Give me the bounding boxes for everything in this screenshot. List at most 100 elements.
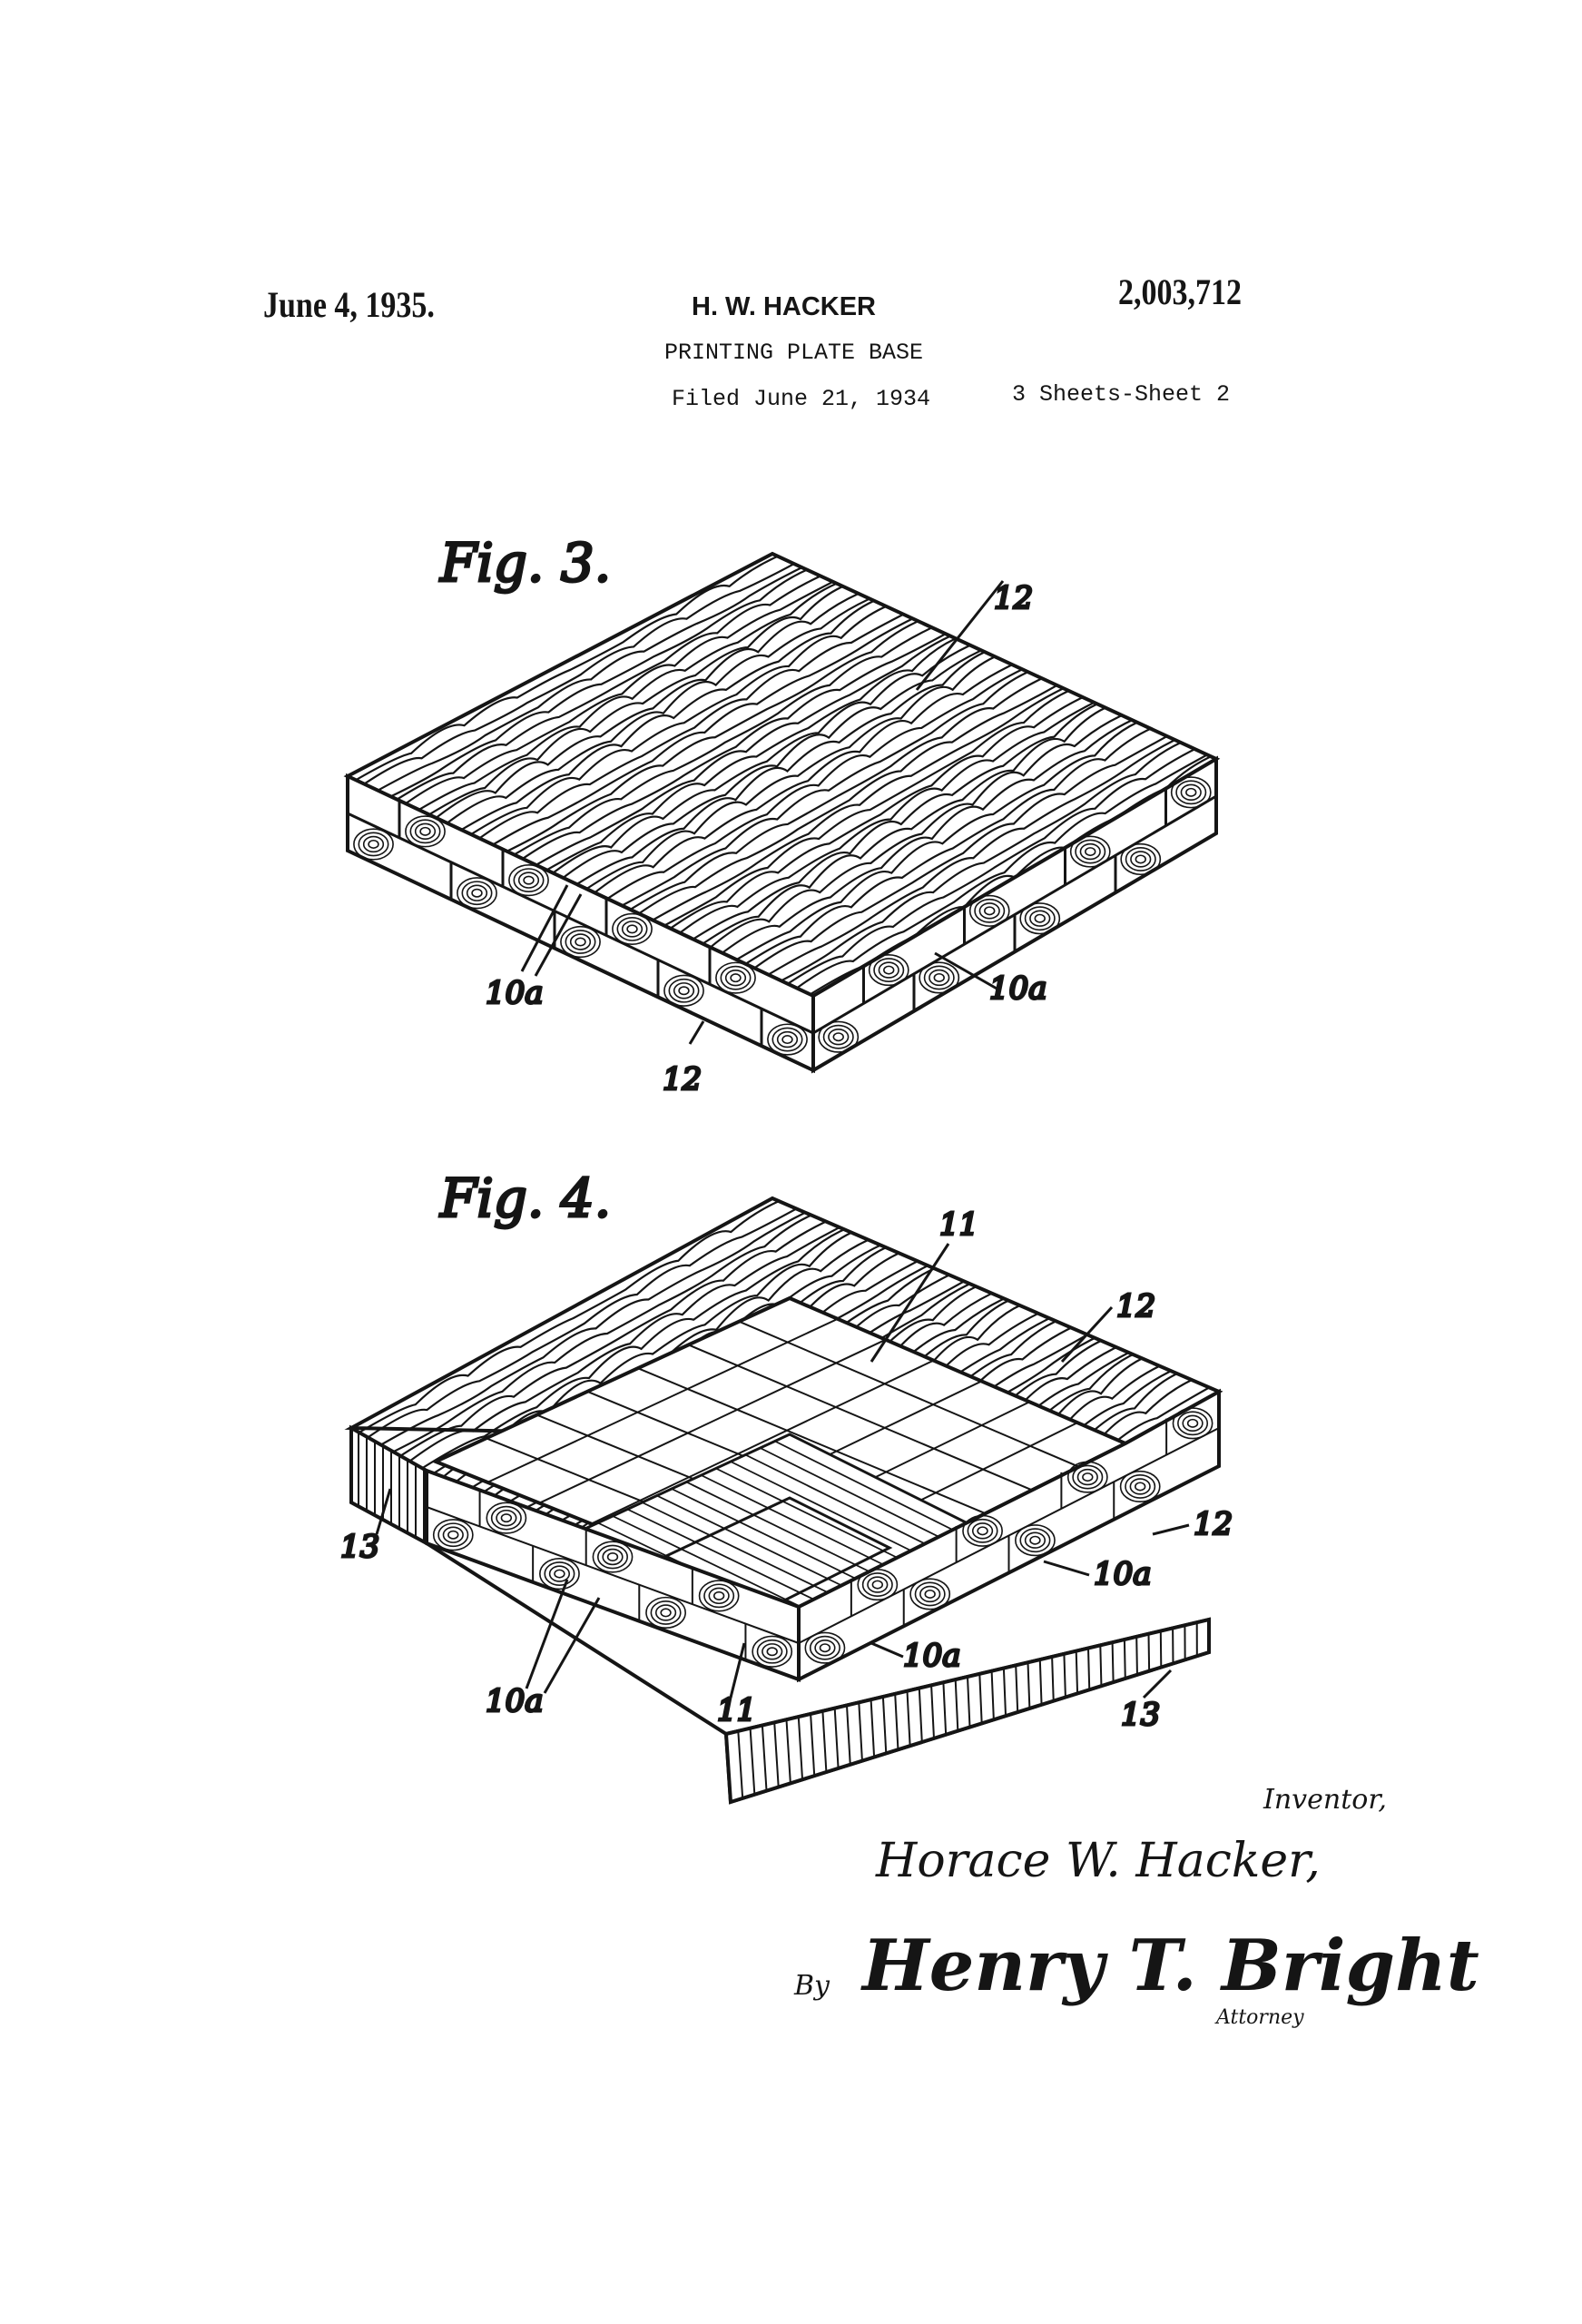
end-grain-ring [1134, 1482, 1146, 1492]
end-grain-ring [554, 1569, 565, 1579]
wood-grain-line [348, 554, 811, 796]
end-grain-ring [1082, 1472, 1094, 1482]
core-hatch [626, 1508, 816, 1601]
end-grain-ring [405, 815, 446, 848]
wood-grain-line [351, 1198, 823, 1453]
end-grain-ring [1069, 835, 1111, 868]
end-grain-ring [1075, 839, 1106, 864]
end-grain-ring [592, 1541, 634, 1573]
end-grain-ring [606, 1552, 619, 1562]
grid-line [486, 1317, 839, 1483]
wood-grain-line [436, 590, 911, 846]
end-grain-ring [1072, 1464, 1104, 1490]
end-grain-ring [548, 1565, 571, 1582]
strip-hatch [894, 1693, 899, 1750]
end-grain-ring [767, 1023, 808, 1056]
strip-hatch [881, 1696, 888, 1754]
end-grain-ring [1076, 1468, 1098, 1486]
strip-hatch [725, 1733, 732, 1803]
wood-grain-line [669, 693, 1133, 956]
end-grain-ring [1066, 1461, 1108, 1493]
strip-hatch [761, 1725, 768, 1791]
end-grain-ring [967, 1518, 998, 1543]
core-hatch [774, 1440, 958, 1533]
strip-hatch [821, 1710, 828, 1773]
end-grain-ring [919, 961, 960, 994]
strip-hatch [797, 1717, 804, 1780]
end-grain-ring [409, 819, 441, 844]
end-grain-ring [971, 1522, 994, 1540]
wood-grain-line [415, 581, 891, 836]
strip-hatch [858, 1702, 863, 1761]
wood-grain-line [488, 614, 962, 871]
end-grain-ring [1185, 787, 1197, 797]
grid-line [637, 1367, 987, 1515]
end-grain-ring [442, 1526, 464, 1543]
patent-date: June 4, 1935. [263, 284, 435, 325]
end-grain-ring [1182, 1414, 1204, 1433]
ref-13-left: 13 [340, 1529, 379, 1565]
grid-line [590, 1359, 935, 1525]
end-grain-ring [626, 924, 638, 934]
lamination-line [426, 1506, 800, 1644]
strip-hatch [1147, 1633, 1151, 1671]
ref-12-top: 12 [1116, 1288, 1155, 1324]
end-grain-ring [612, 912, 653, 945]
end-grain-ring [368, 839, 379, 849]
wood-grain-line [531, 632, 1002, 891]
wood-grain-line [369, 1203, 845, 1464]
ref-10a-left: 10a [486, 975, 544, 1011]
inventor-name: Horace W. Hacker, [876, 1834, 1321, 1888]
wood-grain-line [658, 688, 1124, 950]
grid-line [738, 1320, 1079, 1468]
wood-grain-line [351, 1198, 811, 1448]
end-grain-ring [867, 1576, 889, 1593]
end-grain-ring [924, 1589, 936, 1599]
wood-grain-line [679, 697, 1143, 960]
end-grain-ring [873, 958, 905, 982]
core-hatch [744, 1453, 929, 1547]
strip-hatch [918, 1688, 923, 1743]
strip-hatch [1111, 1642, 1115, 1683]
end-grain-ring [984, 906, 996, 916]
wood-grain-line [732, 721, 1194, 986]
wood-grain-line [615, 669, 1083, 931]
end-grain-ring [1015, 1524, 1056, 1557]
core-hatch [642, 1502, 830, 1594]
ref-11-bottom: 11 [717, 1692, 756, 1728]
end-grain-ring [1079, 842, 1101, 861]
end-grain-ring [1019, 1528, 1051, 1553]
end-grain-ring [432, 1519, 474, 1551]
wood-grain-line [753, 730, 1214, 996]
wood-grain-line [542, 636, 1012, 896]
end-grain-ring [724, 969, 747, 987]
core-hatch [701, 1474, 887, 1567]
wood-grain-line [563, 646, 1032, 906]
end-grain-ring [974, 898, 1006, 923]
end-grain-ring [621, 921, 644, 938]
end-grain-ring [1029, 910, 1051, 927]
end-grain-ring [919, 1585, 941, 1603]
end-grain-ring [909, 1578, 951, 1610]
inventor-short-name: H. W. HACKER [692, 292, 876, 321]
wood-grain-line [499, 618, 972, 876]
core-hatch [685, 1481, 873, 1574]
wood-grain-line [383, 566, 861, 821]
strip-hatch [785, 1719, 791, 1784]
end-grain-ring [857, 1568, 899, 1601]
wood-grain-line [701, 706, 1164, 970]
end-grain-ring [358, 832, 389, 857]
end-grain-ring [766, 1647, 778, 1657]
grid-line [688, 1344, 1033, 1492]
end-grain-ring [1019, 902, 1061, 935]
end-grain-ring [1034, 913, 1046, 923]
end-grain-ring [1130, 851, 1152, 868]
strip-hatch [1159, 1630, 1163, 1668]
end-grain-ring [822, 1024, 854, 1049]
end-grain-ring [496, 1509, 517, 1527]
end-grain-ring [1125, 847, 1156, 872]
strip-hatch [1135, 1636, 1138, 1675]
wood-grain-line [351, 554, 830, 806]
end-grain-ring [602, 1548, 624, 1566]
